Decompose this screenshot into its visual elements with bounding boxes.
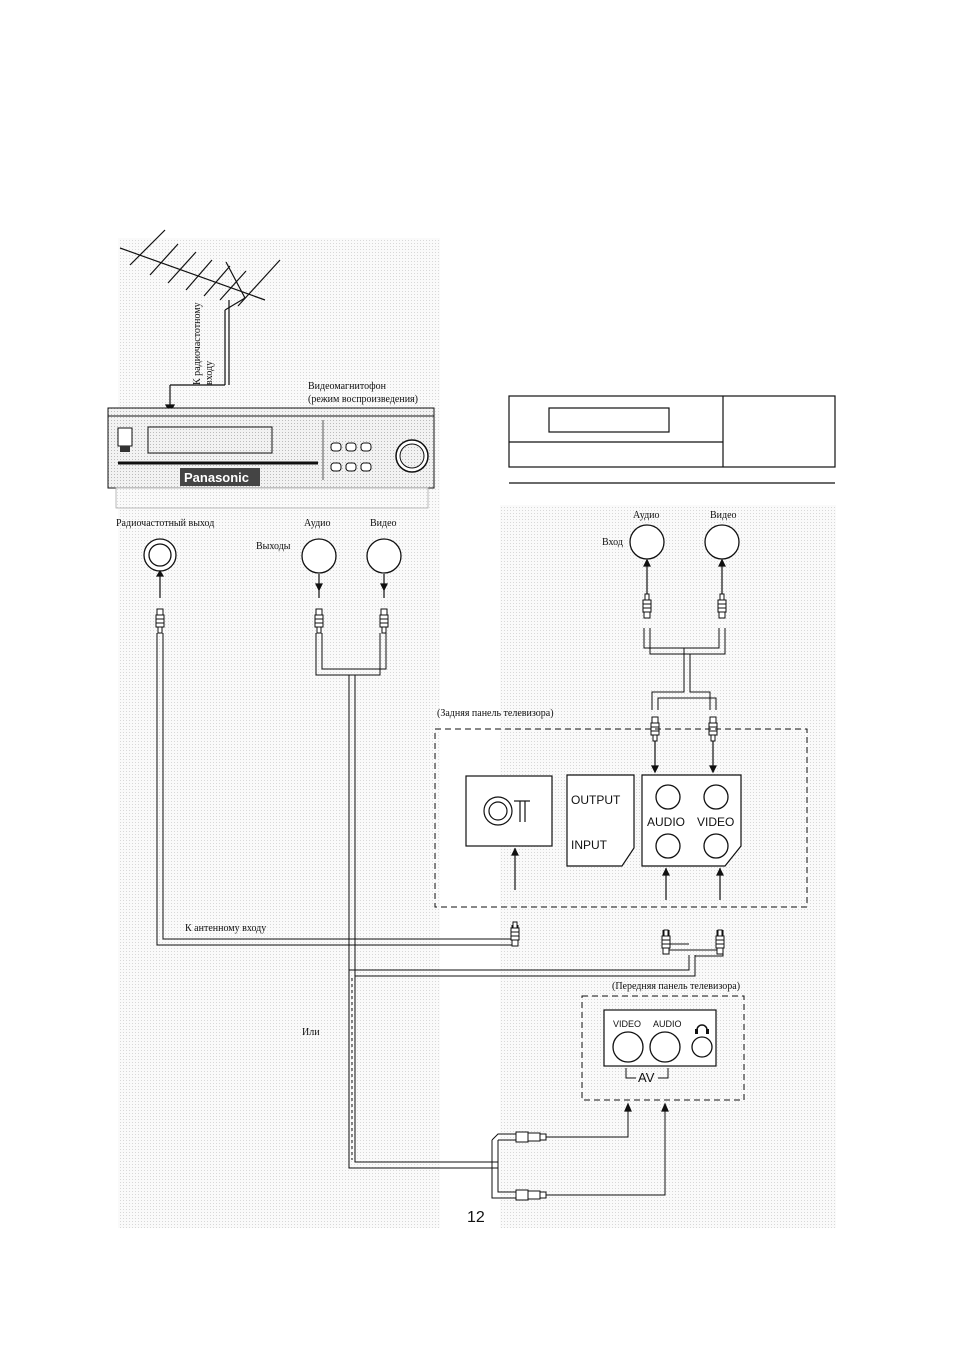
rf-out-label: Радиочастотный выход [116,518,214,529]
video-label: VIDEO [697,815,734,829]
antenna-label-line2: входу [204,302,216,385]
vcr-device [108,408,434,508]
tv-front-label: (Передняя панель телевизора) [612,981,740,992]
scart-block [567,775,634,866]
vcr-mode: (режим воспроизведения) [308,394,418,405]
antenna-label: К радиочастотному входу [192,302,216,385]
front-audio-label: AUDIO [653,1019,682,1029]
vcr-audio-label: Аудио [304,518,331,529]
receiver-device [509,396,835,483]
receiver-audio-label: Аудио [633,510,660,521]
receiver-input-label: Вход [602,537,623,548]
antenna-socket-block [466,776,552,846]
vcr-brand-logo: Panasonic [184,470,249,485]
av-label: AV [638,1070,654,1085]
audio-label: AUDIO [647,815,685,829]
tv-rear-label: (Задняя панель телевизора) [437,708,554,719]
vcr-title: Видеомагнитофон [308,381,386,392]
or-label: Или [302,1027,320,1038]
output-label: OUTPUT [571,793,620,807]
halftone-background [118,238,440,1228]
page-number: 12 [467,1209,485,1227]
receiver-video-label: Видео [710,510,737,521]
antenna-label-line1: К радиочастотному [192,302,204,385]
outputs-label: Выходы [256,541,291,552]
antenna-input-label: К антенному входу [185,923,266,934]
front-video-label: VIDEO [613,1019,641,1029]
vcr-video-label: Видео [370,518,397,529]
input-label: INPUT [571,838,607,852]
